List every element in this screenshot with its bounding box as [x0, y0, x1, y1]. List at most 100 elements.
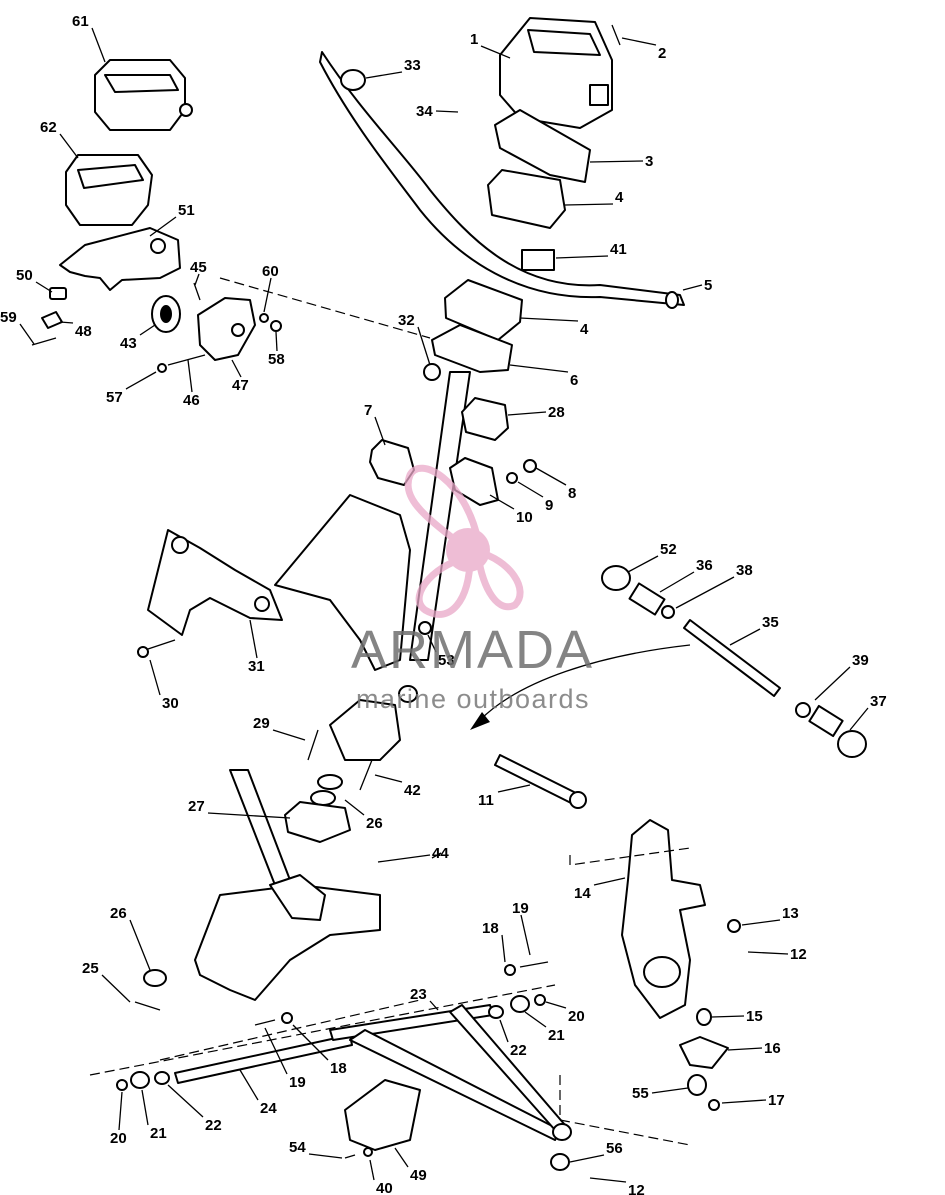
callout-50: 50: [16, 267, 33, 284]
callout-52: 52: [660, 541, 677, 558]
callout-20: 20: [568, 1008, 585, 1025]
part-57-nut: [157, 363, 167, 373]
callout-32: 32: [398, 312, 415, 329]
leader-43: [139, 324, 156, 336]
callout-23: 23: [410, 986, 427, 1003]
leader-10: [489, 494, 515, 510]
leader-25: [101, 974, 131, 1003]
part-20-ring-right: [534, 994, 546, 1006]
part-51-plate: [59, 227, 181, 291]
callout-11: 11: [478, 792, 494, 809]
callout-61: 61: [72, 13, 89, 30]
part-4-block-bottom: [444, 279, 523, 341]
callout-46: 46: [183, 392, 200, 409]
leader-13: [741, 919, 781, 926]
leader-16: [727, 1047, 763, 1051]
part-19-bolt-left: [254, 1019, 276, 1026]
leader-3: [589, 160, 644, 163]
callout-31: 31: [248, 658, 265, 675]
callout-58: 58: [268, 351, 285, 368]
leader-1: [480, 45, 511, 59]
callout-22: 22: [510, 1042, 527, 1059]
callout-6: 6: [570, 372, 578, 389]
part-56-nut: [550, 1153, 570, 1171]
leader-5: [682, 284, 703, 291]
steering-panel: [274, 494, 411, 671]
callout-30: 30: [162, 695, 179, 712]
part-54-bolt: [344, 1154, 356, 1159]
leader-40: [369, 1159, 375, 1181]
part-20-ring-left: [116, 1079, 128, 1091]
leader-19: [264, 1027, 288, 1075]
part-16-plate: [679, 1036, 729, 1069]
part-5-tiller-handle: [319, 51, 685, 306]
leader-24: [239, 1069, 259, 1101]
leader-49: [394, 1147, 409, 1168]
callout-33: 33: [404, 57, 421, 74]
leader-27: [207, 812, 291, 819]
callout-56: 56: [606, 1140, 623, 1157]
part-2-screw: [611, 24, 621, 46]
leader-26: [129, 919, 151, 971]
callout-25: 25: [82, 960, 99, 977]
part-1-housing: [499, 17, 613, 129]
leader-51: [149, 216, 177, 237]
part-21-bushing-right: [510, 995, 530, 1013]
part-41-label: [521, 249, 555, 271]
part-28-bushing: [461, 397, 509, 441]
part-10-bracket: [449, 457, 499, 506]
leader-20: [545, 1001, 567, 1009]
callout-28: 28: [548, 404, 565, 421]
callout-51: 51: [178, 202, 195, 219]
leader-33: [365, 71, 403, 79]
part-32-nut: [423, 363, 441, 381]
part-35-tie-rod: [601, 565, 867, 758]
part-19-bolt-right: [519, 961, 549, 968]
callout-53: 53: [438, 652, 455, 669]
leader-54: [308, 1153, 343, 1159]
part-44-bolt: [377, 854, 431, 863]
callout-2: 2: [658, 45, 666, 62]
leader-19: [520, 914, 531, 956]
part-49-bracket: [344, 1079, 421, 1151]
leader-6: [509, 364, 569, 373]
callout-62: 62: [40, 119, 57, 136]
part-8-nut: [523, 459, 537, 473]
callout-5: 5: [704, 277, 712, 294]
part-61-cover: [94, 59, 193, 131]
part-21-bushing-left: [130, 1071, 150, 1089]
callout-1: 1: [470, 31, 478, 48]
part-18-washer-left: [281, 1012, 293, 1024]
leader-59: [19, 323, 35, 345]
leader-11: [497, 784, 531, 793]
part-27-plate: [284, 801, 351, 843]
leader-35: [729, 628, 761, 646]
callout-21: 21: [150, 1125, 167, 1142]
part-15-bolt: [696, 1008, 712, 1026]
part-40-nut: [363, 1147, 373, 1157]
leader-28: [507, 411, 547, 416]
part-26-washer-b: [310, 790, 336, 806]
callout-18: 18: [330, 1060, 347, 1077]
part-4-block-top: [487, 169, 566, 229]
leader-18: [292, 1024, 329, 1061]
leader-55: [651, 1087, 689, 1094]
part-45-pin: [193, 282, 201, 301]
callout-leaders: [19, 27, 869, 1183]
leader-26: [344, 799, 365, 816]
part-48-tab: [41, 311, 63, 329]
part-33-grip: [340, 69, 366, 91]
leader-37: [849, 707, 869, 731]
frame-column-support: [229, 769, 291, 886]
callout-14: 14: [574, 885, 591, 902]
callout-57: 57: [106, 389, 123, 406]
part-60-washer: [259, 313, 269, 323]
callout-49: 49: [410, 1167, 427, 1184]
part-31-support: [147, 529, 283, 636]
part-9-washer: [506, 472, 518, 484]
callout-19: 19: [512, 900, 529, 917]
leader-12: [589, 1177, 627, 1183]
callout-36: 36: [696, 557, 713, 574]
leader-23: [429, 1000, 439, 1011]
leader-29: [272, 729, 306, 741]
